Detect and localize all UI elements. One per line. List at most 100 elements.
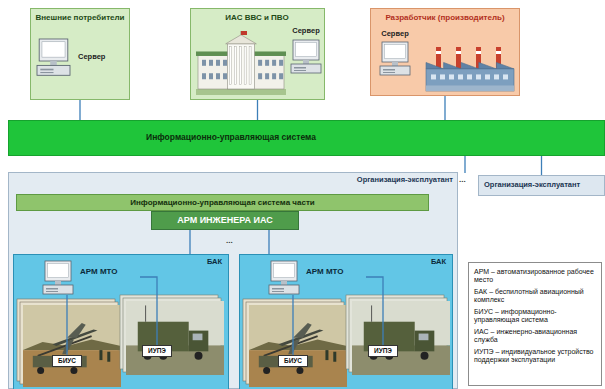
uav-photo [23, 305, 121, 387]
node-text: Сервер [381, 30, 408, 39]
window [216, 60, 220, 66]
node-title: БАК [207, 258, 222, 267]
monitor [39, 39, 68, 61]
connector-line [541, 156, 542, 175]
node-title: Информационно-управляющая система [146, 133, 316, 143]
text-slot: ИУПЭ [374, 347, 392, 354]
photo-copy [243, 299, 341, 381]
text-slot: Организация-эксплуатант [484, 181, 580, 190]
tree-line [23, 339, 121, 350]
wheel [296, 367, 303, 374]
factory-window [431, 74, 436, 79]
drive-slot [294, 67, 306, 69]
computer-icon [43, 261, 73, 294]
monitor-stand [281, 281, 287, 285]
workstation-computer: АРМ МТО [266, 259, 366, 295]
factory-window [440, 74, 445, 79]
sky [23, 305, 121, 350]
text-slot: БИУС [284, 357, 302, 364]
support-device-tag: ИУПЭ [142, 345, 172, 357]
person [99, 350, 102, 360]
computer-icon [291, 40, 321, 73]
person [325, 350, 328, 360]
sky [352, 301, 450, 345]
connector-layer [240, 255, 452, 389]
node-title: ИУПЭ [374, 347, 392, 354]
window [202, 73, 206, 79]
text-slot: ИУПЭ [148, 347, 166, 354]
other-operator-box: Организация-эксплуатант [478, 175, 605, 196]
connector-line [66, 295, 67, 355]
node-text: БАК – беспилотный авиационный комплекс [474, 288, 596, 304]
monitor [293, 40, 319, 60]
sky [126, 301, 224, 345]
photo-copy [349, 298, 447, 372]
factory-window [494, 74, 499, 79]
node-title: АРМ МТО [80, 267, 117, 276]
sawtooth-roof [426, 62, 514, 68]
window [202, 60, 206, 66]
monitor [45, 261, 71, 281]
cabin-window [193, 334, 203, 341]
chimney-stripe [496, 51, 501, 54]
photo-copy [346, 295, 444, 369]
system-unit [380, 66, 410, 75]
connector-line [79, 100, 80, 120]
node-text: Сервер [292, 27, 319, 36]
connector-line [366, 277, 383, 345]
uav-wing [67, 323, 86, 338]
connector-line [140, 277, 157, 345]
text-slot: АРМ – автоматизированное рабочее место [474, 268, 596, 284]
uav-photo-stack [243, 299, 347, 387]
node-title: Организация-эксплуатант [357, 176, 453, 185]
launcher-vehicle [259, 356, 313, 367]
photo-copy [246, 302, 344, 384]
monitor-stand [392, 62, 398, 66]
uav-wing [293, 323, 312, 338]
node-text: ИАС – инженерно-авиационная служба [474, 328, 596, 344]
text-slot: Разработчик (производитель) [385, 13, 504, 22]
ground-station-photo [126, 301, 224, 375]
text-slot: БАК [207, 258, 222, 267]
person [333, 352, 336, 362]
column [239, 46, 241, 84]
operator-region: Организация-эксплуатантИнформационно-упр… [8, 172, 458, 389]
developer-box: Разработчик (производитель) Сервер [370, 8, 520, 96]
computer-icon [269, 261, 299, 294]
truck-cabin [415, 331, 435, 352]
factory-hall [426, 69, 514, 91]
node-title: Информационно-управляющая система части [130, 198, 314, 207]
wheel [70, 367, 77, 374]
wheel [37, 367, 44, 374]
text-slot: АРМ ИНЖЕНЕРА ИАС [177, 215, 272, 225]
node-title: БИУС [284, 357, 302, 364]
drive-slot [383, 69, 395, 71]
window [209, 60, 213, 66]
text-slot: БАК – беспилотный авиационный комплекс [474, 288, 596, 304]
factory-window [467, 74, 472, 79]
node-title: БАК [431, 258, 446, 267]
node-title: АРМ МТО [306, 267, 343, 276]
node-title: АРМ – автоматизированное рабочее место [474, 268, 596, 284]
node-title: БИУС [58, 357, 76, 364]
tree-line [249, 339, 347, 350]
monitor-screen [296, 43, 317, 57]
illustration-layer [40, 259, 140, 295]
text-slot: Информационно-управляющая система [146, 133, 316, 143]
uav-wing [288, 339, 300, 354]
unit-system-bar: Информационно-управляющая система части [16, 194, 429, 211]
window [279, 73, 283, 79]
window [265, 60, 269, 66]
node-title: Организация-эксплуатант [484, 181, 580, 190]
monitor-stand [55, 281, 61, 285]
ground [249, 350, 347, 387]
drive-slot [46, 291, 58, 292]
bus-line [464, 156, 465, 173]
drive-slot [383, 72, 395, 73]
column [234, 46, 236, 84]
node-title: Внешние потребители [35, 13, 124, 22]
onboard-system-tag: БИУС [52, 355, 82, 367]
illustration-layer [266, 259, 366, 295]
antenna [145, 305, 146, 321]
